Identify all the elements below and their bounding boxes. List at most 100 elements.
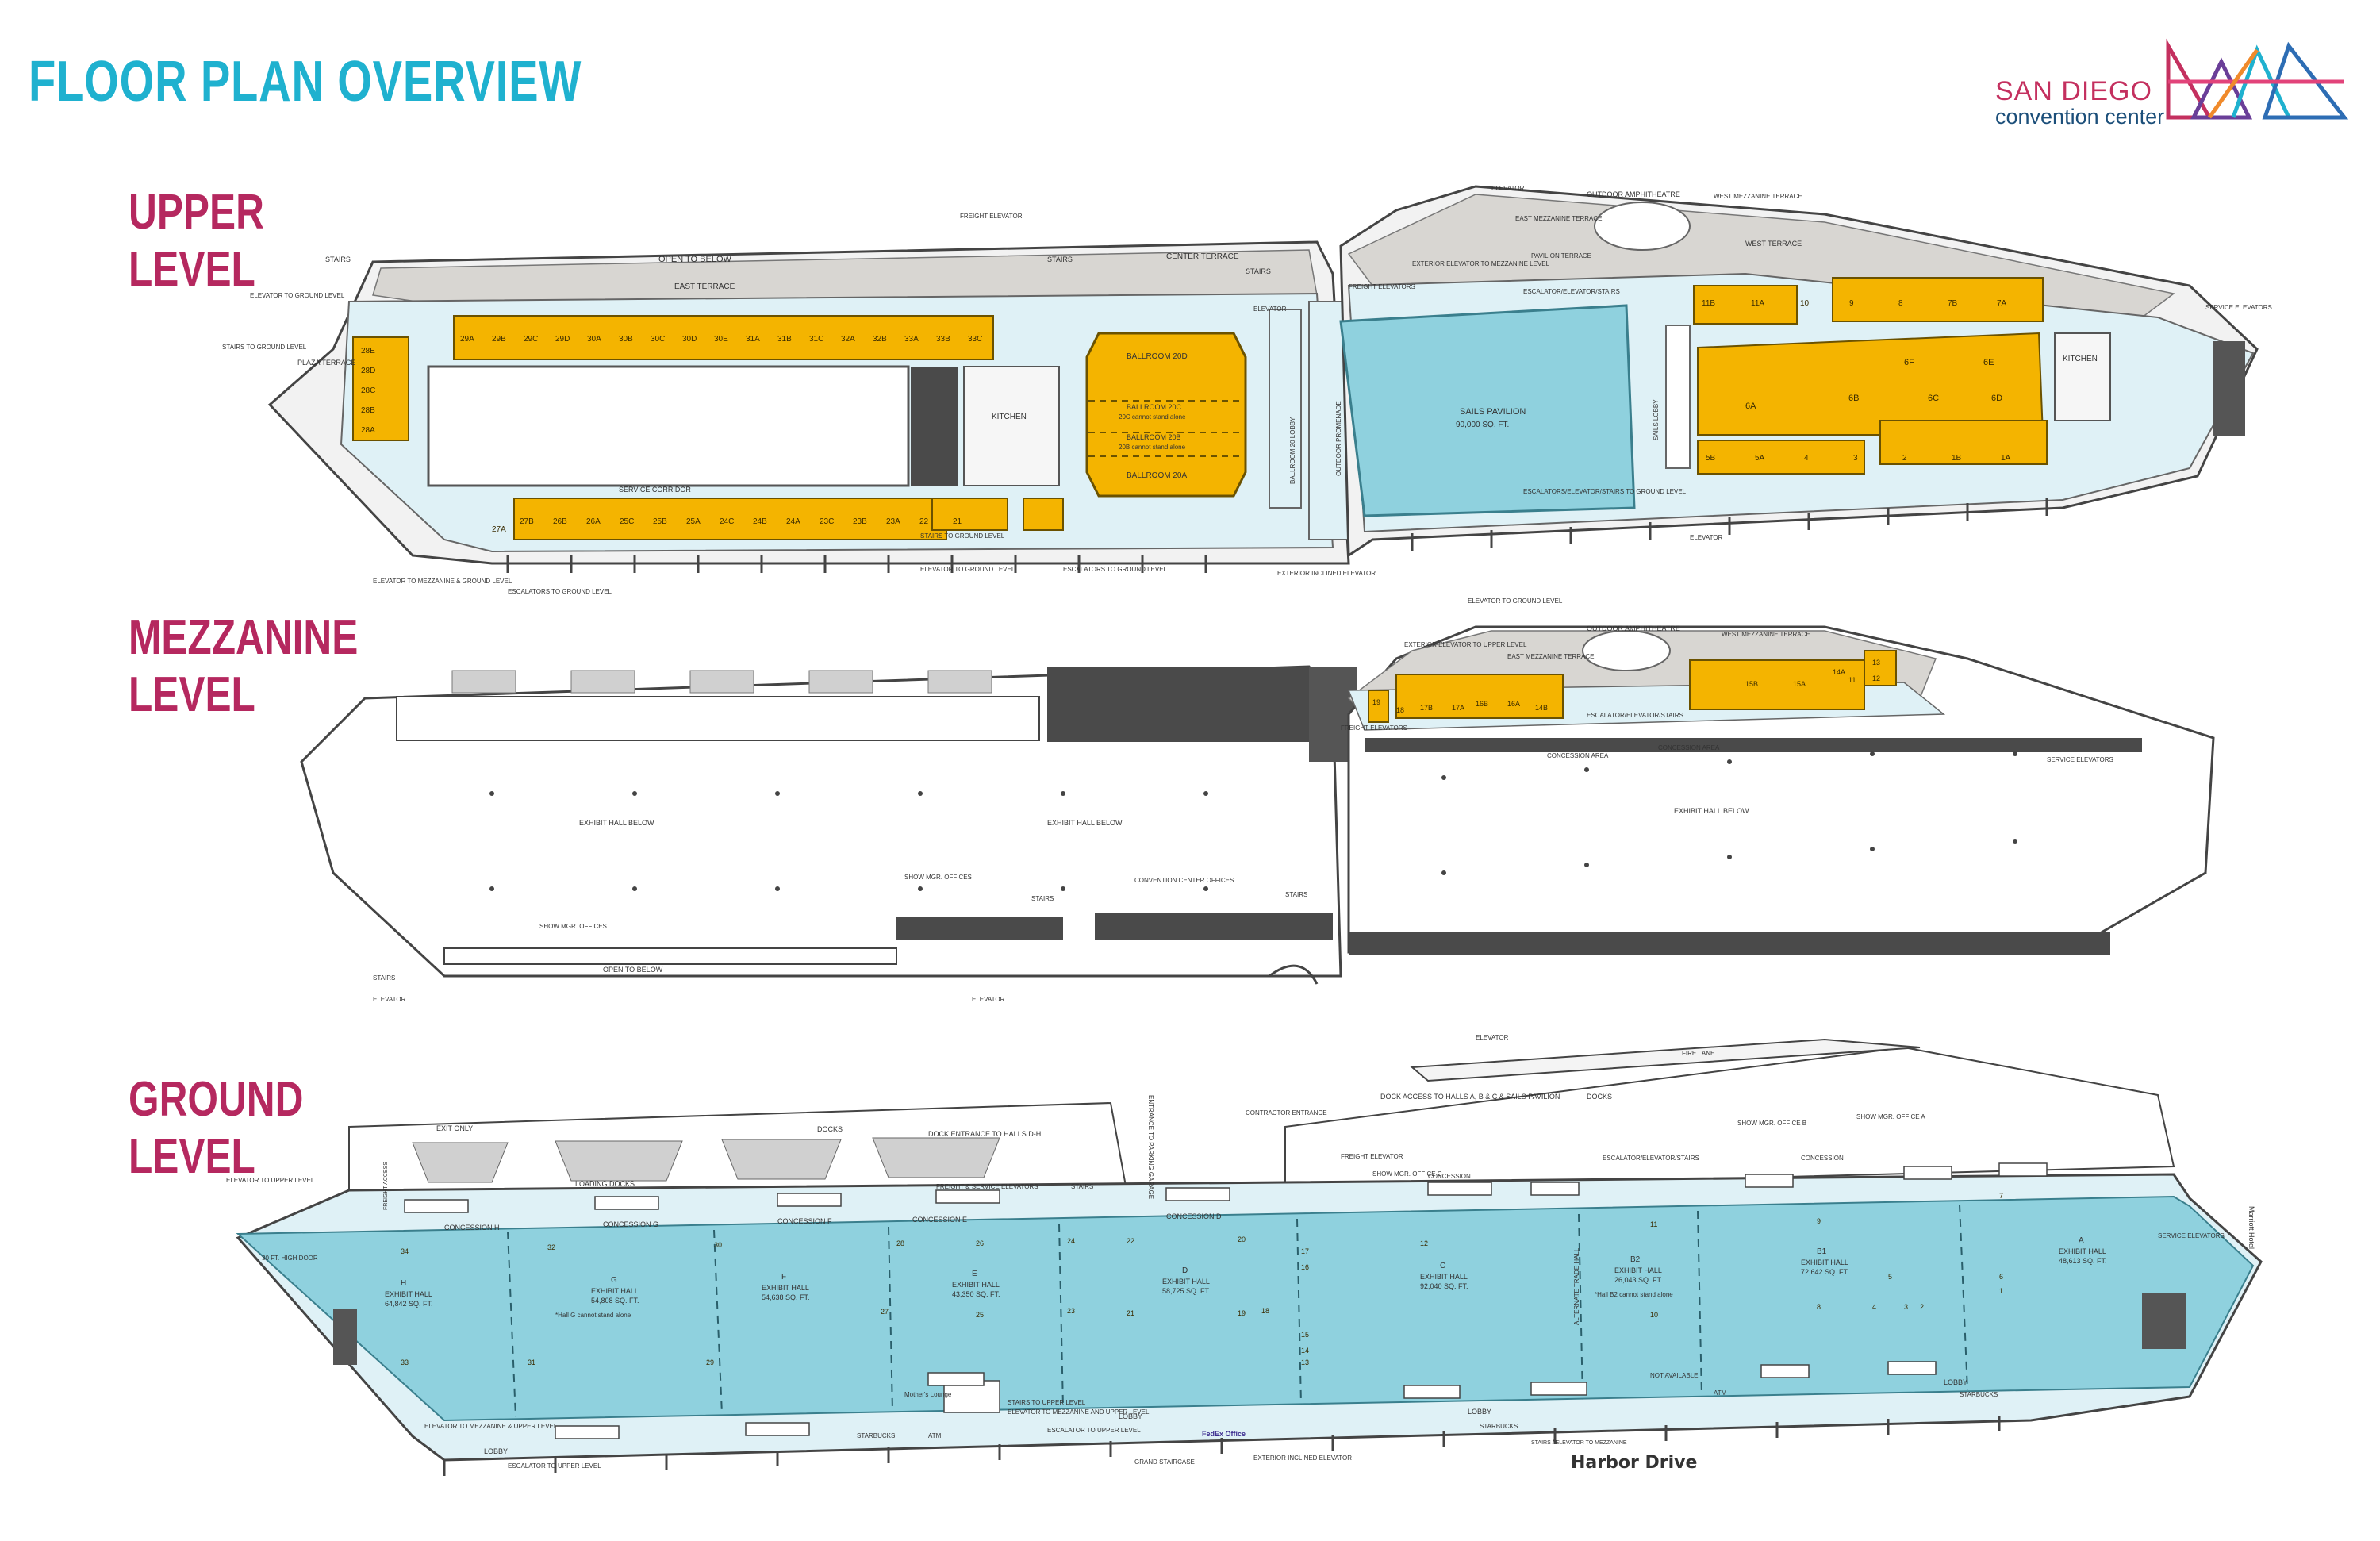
ground-door-13: 13 (1301, 1358, 1309, 1366)
mezz-room-18: 18 (1396, 706, 1404, 714)
west-service-column (1665, 325, 1691, 469)
upper-room-6f: 6F (1904, 358, 1914, 367)
ground-lobby-2: LOBBY (1119, 1412, 1142, 1420)
mezz-exhibit-below-1: EXHIBIT HALL BELOW (579, 819, 654, 827)
upper-room-29d: 29D (555, 335, 570, 344)
ground-freight-service: FREIGHT & SERVICE ELEVATORS (936, 1183, 1038, 1190)
upper-room-33a: 33A (904, 335, 919, 344)
ground-high-door: 30 FT. HIGH DOOR (262, 1255, 318, 1262)
mezz-escalator-elevator-stairs: ESCALATOR/ELEVATOR/STAIRS (1587, 712, 1683, 719)
upper-room-6c: 6C (1928, 394, 1939, 403)
mezz-exhibit-below-2: EXHIBIT HALL BELOW (1047, 819, 1123, 827)
west-bottom-rooms-a (1697, 440, 1865, 475)
upper-room-31b: 31B (777, 335, 792, 344)
ground-concession-g: CONCESSION G (603, 1220, 658, 1228)
ground-elevator-to-mezz: ELEVATOR TO UPPER LEVEL (226, 1177, 315, 1184)
ground-door-34: 34 (401, 1247, 409, 1255)
upper-stairs-ground-label: STAIRS TO GROUND LEVEL (222, 344, 307, 351)
upper-room-27b: 27B (520, 517, 534, 526)
ground-fire-lane: FIRE LANE (1682, 1050, 1714, 1057)
upper-heading-line1: UPPER (129, 185, 264, 240)
upper-top-rooms-block (453, 315, 994, 360)
ground-escalator-upper: ESCALATOR TO UPPER LEVEL (508, 1462, 601, 1470)
mezzanine-level-heading: MEZZANINE LEVEL (129, 609, 358, 724)
upper-heading-line2: LEVEL (129, 242, 255, 297)
upper-room-29a: 29A (460, 335, 474, 344)
upper-pavilion-terrace-label: PAVILION TERRACE (1531, 252, 1591, 259)
ground-door-12: 12 (1420, 1239, 1428, 1247)
ground-door-6: 6 (1999, 1273, 2003, 1281)
upper-elevator-ground-label: ELEVATOR TO GROUND LEVEL (250, 292, 345, 299)
ground-concession-e: CONCESSION E (912, 1216, 967, 1224)
ballroom-20a-label: BALLROOM 20A (1127, 471, 1187, 480)
upper-room-26a: 26A (586, 517, 601, 526)
mezz-exterior-elevator-upper: EXTERIOR ELEVATOR TO UPPER LEVEL (1404, 641, 1527, 648)
ground-hall-c-name: EXHIBIT HALL (1420, 1273, 1468, 1281)
ground-level-heading: GROUND LEVEL (129, 1071, 303, 1186)
ground-hall-a-letter: A (2079, 1236, 2084, 1245)
ballroom-20c-label: BALLROOM 20C (1127, 403, 1182, 411)
ground-stairs-upper: STAIRS TO UPPER LEVEL (1008, 1399, 1086, 1406)
page-title: FLOOR PLAN OVERVIEW (29, 50, 582, 113)
mezz-stair-curve (1269, 964, 1319, 985)
ground-hall-f-letter: F (781, 1273, 786, 1282)
ballroom-lobby-label: BALLROOM 20 LOBBY (1289, 417, 1296, 484)
mezz-exhibit-below-3: EXHIBIT HALL BELOW (1674, 807, 1749, 815)
upper-escalators-ground-label: ESCALATORS TO GROUND LEVEL (508, 588, 612, 595)
ground-hall-b2-letter: B2 (1630, 1255, 1641, 1264)
upper-room-30e: 30E (714, 335, 728, 344)
upper-level-heading: UPPER LEVEL (129, 184, 264, 298)
mezz-room-15a: 15A (1793, 680, 1806, 688)
ground-hall-g-area: 54,808 SQ. FT. (591, 1297, 639, 1305)
ballroom-20-block (1085, 332, 1247, 498)
ground-marriott: Marriott Hotel (2248, 1206, 2255, 1249)
ground-docks-2: DOCKS (1587, 1093, 1612, 1101)
upper-escalator-elevator-stairs-label: ESCALATOR/ELEVATOR/STAIRS (1523, 288, 1620, 295)
ground-escalator-upper-2: ESCALATOR TO UPPER LEVEL (1047, 1427, 1141, 1434)
mezz-show-mgr-offices-1: SHOW MGR. OFFICES (904, 874, 972, 881)
ground-fire-lane (1410, 1038, 1921, 1082)
ground-stairs: STAIRS (1071, 1183, 1093, 1190)
ground-west-dock-zone (1284, 1046, 2175, 1192)
ground-hall-f-area: 54,638 SQ. FT. (762, 1293, 810, 1301)
ground-show-mgr-c: SHOW MGR. OFFICE C (1372, 1170, 1442, 1178)
ground-hall-d-letter: D (1182, 1266, 1188, 1275)
ballroom-lobby-strip (1269, 309, 1302, 509)
ground-hall-a-name: EXHIBIT HALL (2059, 1247, 2106, 1255)
ground-door-8: 8 (1817, 1303, 1821, 1311)
sails-lobby-label: SAILS LOBBY (1653, 399, 1660, 440)
upper-east-terrace-label: EAST TERRACE (674, 282, 735, 291)
ballroom-20b-label: BALLROOM 20B (1127, 433, 1181, 441)
ground-lobby-3: LOBBY (1468, 1408, 1491, 1416)
ground-alternate-hall: ALTERNATE TRADE HALL (1573, 1247, 1580, 1325)
ground-loading-dock-grates (412, 1137, 1000, 1183)
ground-door-20: 20 (1238, 1235, 1246, 1243)
mezzanine-heading-line2: LEVEL (129, 667, 255, 722)
ground-starbucks-3: STARBUCKS (1960, 1391, 1998, 1398)
ground-dock-entrance: DOCK ENTRANCE TO HALLS D-H (928, 1130, 1041, 1138)
upper-room-27a: 27A (492, 525, 506, 534)
upper-room-28c: 28C (361, 386, 375, 395)
mezz-elevator-b: ELEVATOR (972, 996, 1005, 1003)
ground-pillars (443, 1416, 2001, 1476)
upper-room-33b: 33B (936, 335, 950, 344)
ground-restrooms (404, 1162, 2048, 1439)
upper-kitchen (963, 366, 1060, 486)
mezz-room-14a: 14A (1833, 668, 1845, 676)
ground-hall-h-letter: H (401, 1279, 406, 1288)
ground-concession-f: CONCESSION F (777, 1217, 832, 1225)
mezz-rooms-east (1395, 674, 1564, 719)
mezz-show-mgr-offices-2: SHOW MGR. OFFICES (539, 923, 607, 930)
upper-elevator-top-label: ELEVATOR (1491, 185, 1525, 192)
ground-door-19: 19 (1238, 1309, 1246, 1317)
mezz-amphitheatre-label: OUTDOOR AMPHITHEATRE (1587, 624, 1680, 632)
ground-concession-2: CONCESSION (1801, 1155, 1844, 1162)
ground-grand-staircase: GRAND STAIRCASE (1134, 1458, 1195, 1466)
ground-door-1: 1 (1999, 1287, 2003, 1295)
ballroom-20b-note: 20B cannot stand alone (1119, 444, 1186, 451)
upper-room-6b: 6B (1848, 394, 1859, 403)
ground-freight-elevator: FREIGHT ELEVATOR (1341, 1153, 1403, 1160)
mezz-elevator-ground: ELEVATOR TO GROUND LEVEL (1468, 598, 1563, 605)
mezz-cc-offices-band (1095, 913, 1333, 940)
